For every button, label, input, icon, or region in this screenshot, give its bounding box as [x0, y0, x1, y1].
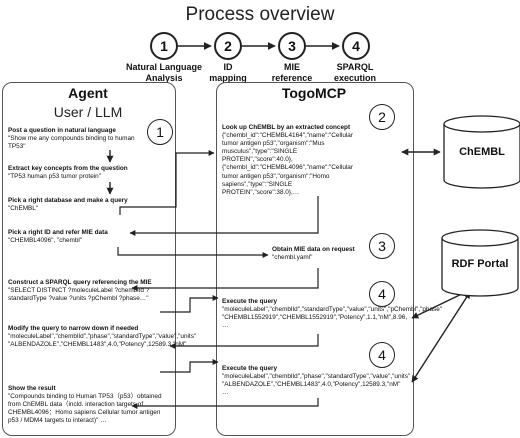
- togomcp-panel: [216, 82, 414, 436]
- agent-step-text: "TP53 human p53 tumor protein": [8, 173, 101, 181]
- togo-step-text: "moleculeLabel","chemblId","phase","stan…: [222, 373, 411, 397]
- togo-step-obtain-mie: Obtain MIE data on request "chembl.yaml": [272, 246, 368, 262]
- step-1-label: Natural Language Analysis: [125, 62, 202, 83]
- agent-step-badge: 1: [147, 119, 173, 145]
- agent-step-heading: Construct a SPARQL query referencing the…: [8, 279, 152, 286]
- togo-step-4-badge: 4: [369, 281, 395, 307]
- agent-step-text: "ChEMBL": [8, 205, 39, 213]
- step-1-circle: 1: [150, 32, 178, 60]
- agent-step-heading: Extract key concepts from the question: [8, 165, 128, 172]
- agent-step-post-question: Post a question in natural language "Sho…: [8, 127, 144, 151]
- rdf-portal-label: RDF Portal: [451, 258, 509, 270]
- step-4-label: SPARQL execution: [333, 62, 376, 83]
- agent-step-text: "Compounds binding to Human TP53（p53）obt…: [8, 393, 162, 425]
- agent-step-text: "moleculeLabel","chemblId","phase","stan…: [8, 333, 197, 349]
- step-3-label: MIE reference: [271, 62, 313, 83]
- chembl-label: ChEMBL: [459, 146, 505, 158]
- step-4-circle: 4: [342, 32, 370, 60]
- agent-step-heading: Show the result: [8, 385, 56, 392]
- agent-subtitle: User / LLM: [53, 104, 123, 120]
- agent-panel: [2, 82, 176, 436]
- agent-step-construct-query: Construct a SPARQL query referencing the…: [8, 279, 174, 303]
- togo-step-execute-query-1: Execute the query "moleculeLabel","chemb…: [222, 298, 443, 330]
- agent-title: Agent: [68, 85, 108, 101]
- agent-step-text: "SELECT DISTINCT ?moleculeLabel ?chemblI…: [8, 287, 150, 303]
- togo-step-heading: Look up ChEMBL by an extracted concept: [222, 124, 351, 131]
- togo-step-lookup: Look up ChEMBL by an extracted concept {…: [222, 124, 366, 197]
- agent-step-pick-id: Pick a right ID and refer MIE data "CHEM…: [8, 229, 168, 245]
- step-2-circle: 2: [214, 32, 242, 60]
- togo-step-text: {"chembl_id":"CHEMBL4164","name":"Cellul…: [222, 132, 353, 196]
- connector-rdf-portal-1: [411, 289, 471, 319]
- togomcp-title: TogoMCP: [281, 85, 347, 101]
- togo-step-text: "moleculeLabel","chemblId","standardType…: [222, 306, 443, 330]
- step-3-circle: 3: [278, 32, 306, 60]
- togo-step-text: "chembl.yaml": [272, 254, 313, 262]
- agent-step-heading: Post a question in natural language: [8, 127, 116, 134]
- agent-step-text: "Show me any compounds binding to human …: [8, 135, 135, 151]
- togo-step-heading: Obtain MIE data on request: [272, 246, 355, 253]
- step-2-label: ID mapping: [209, 62, 247, 83]
- togo-step-3-badge: 3: [369, 233, 395, 259]
- togo-step-2-badge: 2: [369, 104, 395, 130]
- togo-step-heading: Execute the query: [222, 298, 278, 305]
- agent-step-heading: Pick a right database and make a query: [8, 197, 128, 204]
- agent-step-heading: Modify the query to narrow down if neede…: [8, 325, 139, 332]
- agent-step-heading: Pick a right ID and refer MIE data: [8, 229, 108, 236]
- page-title: Process overview: [185, 4, 335, 25]
- agent-step-show-result: Show the result "Compounds binding to Hu…: [8, 385, 172, 425]
- togo-step-heading: Execute the query: [222, 365, 278, 372]
- togo-step-4b-badge: 4: [369, 342, 395, 368]
- agent-step-modify-query: Modify the query to narrow down if neede…: [8, 325, 197, 349]
- agent-step-text: "CHEMBL4096", "chembl": [8, 237, 83, 245]
- agent-step-extract-concepts: Extract key concepts from the question "…: [8, 165, 168, 181]
- agent-step-pick-database: Pick a right database and make a query "…: [8, 197, 168, 213]
- togo-step-execute-query-2: Execute the query "moleculeLabel","chemb…: [222, 365, 411, 397]
